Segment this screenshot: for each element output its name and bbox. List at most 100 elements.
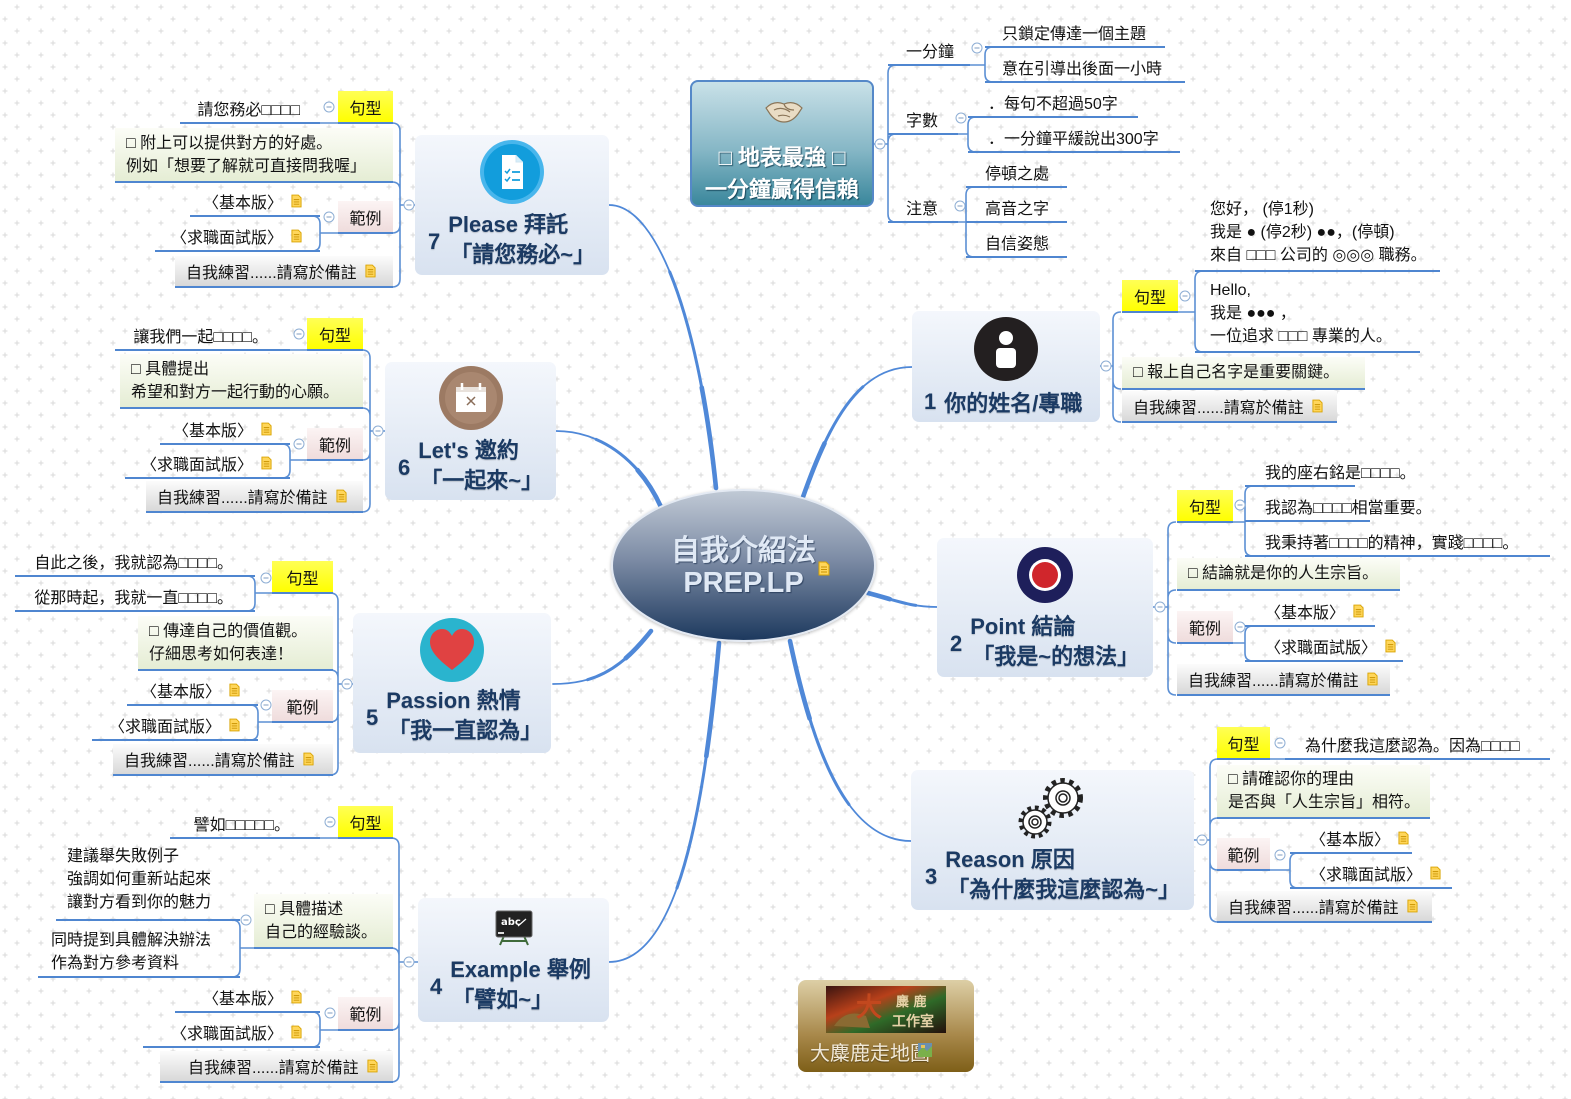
note-icon[interactable] bbox=[1312, 399, 1323, 413]
floating-item[interactable]: ．一分鐘平緩說出300字 bbox=[968, 123, 1180, 153]
studio-logo[interactable]: 大 麋 鹿 工作室 大麋鹿走地圖 bbox=[798, 980, 974, 1072]
pattern-tag[interactable]: 句型 bbox=[272, 561, 333, 594]
collapse-toggle-icon[interactable] bbox=[403, 199, 415, 211]
example-item[interactable]: 〈基本版〉 bbox=[175, 983, 320, 1013]
pattern-tag[interactable]: 句型 bbox=[338, 806, 393, 839]
note-icon[interactable] bbox=[1407, 899, 1418, 913]
tip-note[interactable]: □ 結論就是你的人生宗旨。 bbox=[1177, 558, 1400, 591]
collapse-toggle-icon[interactable] bbox=[954, 200, 966, 212]
tip-note[interactable]: □ 請確認你的理由 是否與「人生宗旨」相符。 bbox=[1217, 765, 1430, 819]
note-icon[interactable] bbox=[261, 456, 272, 470]
example-item[interactable]: 〈基本版〉 bbox=[190, 187, 320, 217]
tip-note[interactable]: □ 傳達自己的價值觀。 仔細思考如何表達！ bbox=[138, 616, 333, 671]
examples-tag[interactable]: 範例 bbox=[338, 997, 393, 1031]
tip-detail-item[interactable]: 同時提到具體解決辦法 作為對方參考資料 bbox=[38, 929, 240, 978]
floating-item[interactable]: 自信姿態 bbox=[966, 228, 1067, 258]
practice-item[interactable]: 自我練習......請寫於備註 bbox=[1177, 664, 1390, 696]
note-icon[interactable] bbox=[261, 422, 272, 436]
note-icon[interactable] bbox=[303, 752, 314, 766]
central-topic[interactable]: 自我介紹法 PREP.LP bbox=[611, 489, 876, 642]
note-icon[interactable] bbox=[291, 194, 302, 208]
examples-tag[interactable]: 範例 bbox=[1217, 838, 1270, 871]
pattern-item[interactable]: 從那時起，我就一直□□□□。 bbox=[15, 582, 255, 612]
floating-group-label[interactable]: 字數 bbox=[888, 105, 958, 135]
note-icon[interactable] bbox=[1430, 866, 1441, 880]
examples-tag[interactable]: 範例 bbox=[1177, 611, 1233, 644]
collapse-toggle-icon[interactable] bbox=[955, 112, 967, 124]
note-icon[interactable] bbox=[365, 264, 376, 278]
pattern-item[interactable]: 讓我們一起□□□□。 bbox=[115, 321, 290, 351]
tip-detail-item[interactable]: 建議舉失敗例子 強調如何重新站起來 讓對方看到你的魅力 bbox=[56, 845, 240, 921]
collapse-toggle-icon[interactable] bbox=[403, 956, 415, 968]
floating-item[interactable]: 高音之字 bbox=[966, 193, 1067, 223]
note-icon[interactable] bbox=[1353, 604, 1364, 618]
pattern-item[interactable]: 為什麼我這麼認為。因為□□□□ bbox=[1285, 730, 1550, 760]
collapse-toggle-icon[interactable] bbox=[1154, 601, 1166, 613]
examples-tag[interactable]: 範例 bbox=[338, 201, 393, 234]
collapse-toggle-icon[interactable] bbox=[260, 572, 272, 584]
collapse-toggle-icon[interactable] bbox=[323, 211, 335, 223]
pattern-item[interactable]: 請您務必□□□□ bbox=[180, 94, 320, 124]
collapse-toggle-icon[interactable] bbox=[1179, 290, 1191, 302]
example-item[interactable]: 〈基本版〉 bbox=[127, 676, 258, 706]
collapse-toggle-icon[interactable] bbox=[971, 42, 983, 54]
note-icon[interactable] bbox=[291, 229, 302, 243]
practice-item[interactable]: 自我練習......請寫於備註 bbox=[160, 1051, 393, 1083]
collapse-toggle-icon[interactable] bbox=[341, 678, 353, 690]
example-item[interactable]: 〈求職面試版〉 bbox=[155, 222, 320, 252]
collapse-toggle-icon[interactable] bbox=[260, 699, 272, 711]
floating-group-label[interactable]: 一分鐘 bbox=[888, 36, 970, 66]
practice-item[interactable]: 自我練習......請寫於備註 bbox=[175, 256, 393, 288]
topic-node-6[interactable]: 6 Let's 邀約「一起來~」 bbox=[385, 362, 556, 500]
floating-item[interactable]: ．每句不超過50字 bbox=[968, 88, 1138, 118]
collapse-toggle-icon[interactable] bbox=[293, 328, 305, 340]
tip-note[interactable]: □ 具體描述 自己的經驗談。 bbox=[254, 894, 393, 949]
collapse-toggle-icon[interactable] bbox=[372, 425, 384, 437]
topic-node-2[interactable]: 2 Point 結論「我是~的想法」 bbox=[937, 538, 1153, 677]
example-item[interactable]: 〈基本版〉 bbox=[160, 415, 290, 445]
examples-tag[interactable]: 範例 bbox=[272, 690, 333, 723]
collapse-toggle-icon[interactable] bbox=[1234, 621, 1246, 633]
topic-node-4[interactable]: abc 4 Example 舉例「譬如~」 bbox=[418, 898, 609, 1022]
tip-note[interactable]: □ 報上自己名字是重要關鍵。 bbox=[1122, 357, 1365, 390]
collapse-toggle-icon[interactable] bbox=[1274, 849, 1286, 861]
example-item[interactable]: 〈基本版〉 bbox=[1290, 824, 1412, 854]
pattern-tag[interactable]: 句型 bbox=[1122, 280, 1178, 313]
example-item[interactable]: 〈求職面試版〉 bbox=[1290, 859, 1452, 889]
tip-note[interactable]: □ 附上可以提供對方的好處。 例如「想要了解就可直接問我喔」 bbox=[115, 128, 393, 183]
practice-item[interactable]: 自我練習......請寫於備註 bbox=[1122, 391, 1337, 423]
topic-node-5[interactable]: 5 Passion 熱情「我一直認為」 bbox=[353, 613, 551, 753]
collapse-toggle-icon[interactable] bbox=[240, 914, 252, 926]
collapse-toggle-icon[interactable] bbox=[293, 438, 305, 450]
collapse-toggle-icon[interactable] bbox=[874, 138, 886, 150]
pattern-item[interactable]: 您好， (停1秒) 我是 ● (停2秒) ●●，(停頓) 來自 □□□ 公司的 … bbox=[1195, 198, 1440, 272]
topic-node-7[interactable]: 7 Please 拜託「請您務必~」 bbox=[415, 135, 609, 275]
pattern-item[interactable]: Hello, 我是 ●●● ， 一位追求 □□□ 專業的人。 bbox=[1195, 279, 1420, 353]
collapse-toggle-icon[interactable] bbox=[1274, 737, 1286, 749]
note-icon[interactable] bbox=[1385, 639, 1396, 653]
example-item[interactable]: 〈求職面試版〉 bbox=[125, 449, 290, 479]
practice-item[interactable]: 自我練習......請寫於備註 bbox=[146, 481, 363, 513]
note-icon[interactable] bbox=[1398, 831, 1409, 845]
tip-note[interactable]: □ 具體提出 希望和對方一起行動的心願。 bbox=[120, 354, 363, 409]
examples-tag[interactable]: 範例 bbox=[307, 428, 363, 461]
floating-group-label[interactable]: 注意 bbox=[888, 193, 958, 223]
floating-item[interactable]: 停頓之處 bbox=[966, 158, 1067, 188]
note-icon[interactable] bbox=[336, 489, 347, 503]
note-icon[interactable] bbox=[229, 718, 240, 732]
practice-item[interactable]: 自我練習......請寫於備註 bbox=[113, 744, 333, 776]
collapse-toggle-icon[interactable] bbox=[324, 816, 336, 828]
collapse-toggle-icon[interactable] bbox=[324, 1007, 336, 1019]
floating-topic[interactable]: □ 地表最強 □ 一分鐘贏得信賴 bbox=[690, 80, 874, 207]
collapse-toggle-icon[interactable] bbox=[1100, 360, 1112, 372]
note-icon[interactable] bbox=[291, 990, 302, 1004]
topic-node-3[interactable]: 3 Reason 原因「為什麼我這麼認為~」 bbox=[911, 770, 1194, 910]
map-icon[interactable] bbox=[918, 1043, 932, 1057]
pattern-tag[interactable]: 句型 bbox=[338, 91, 393, 124]
pattern-item[interactable]: 我秉持著□□□□的精神，實踐□□□□。 bbox=[1245, 527, 1550, 557]
pattern-item[interactable]: 自此之後，我就認為□□□□。 bbox=[15, 547, 255, 577]
pattern-item[interactable]: 我的座右銘是□□□□。 bbox=[1245, 457, 1416, 487]
note-icon[interactable] bbox=[291, 1025, 302, 1039]
example-item[interactable]: 〈求職面試版〉 bbox=[1245, 632, 1403, 662]
pattern-item[interactable]: 譬如□□□□□。 bbox=[170, 809, 320, 839]
